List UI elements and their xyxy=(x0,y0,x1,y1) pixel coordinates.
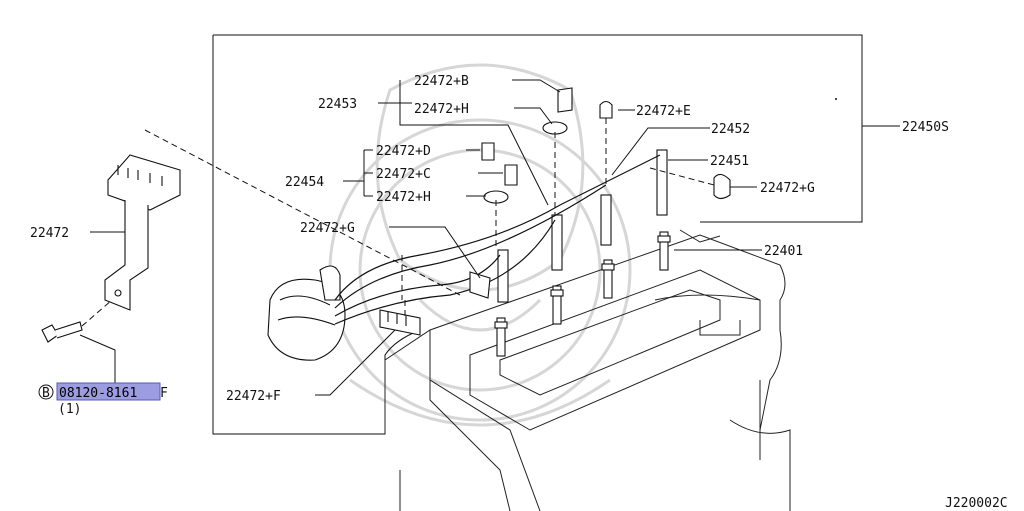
clamp-22472-D xyxy=(481,142,495,161)
clamp-22472-G-left xyxy=(469,271,491,299)
spark-plug-1 xyxy=(494,317,508,357)
leader-lines xyxy=(79,79,900,396)
bolt-marker-letter: B xyxy=(42,386,50,401)
label-22401[interactable]: 22401 xyxy=(764,244,803,259)
label-22472-D[interactable]: 22472+D xyxy=(376,144,431,159)
clamps xyxy=(379,87,731,336)
label-22451[interactable]: 22451 xyxy=(710,154,749,169)
label-22472-F[interactable]: 22472+F xyxy=(226,389,281,404)
plug-boots xyxy=(497,149,668,303)
clamp-22472-E xyxy=(599,100,613,119)
bolt-quantity: (1) xyxy=(58,402,81,417)
dashed-guides xyxy=(81,118,715,327)
label-22472-H-mid[interactable]: 22472+H xyxy=(376,190,431,205)
spark-plug-2 xyxy=(550,285,564,325)
label-22472-C[interactable]: 22472+C xyxy=(376,167,431,182)
part-number-highlight xyxy=(56,382,161,401)
label-22472-G-right[interactable]: 22472+G xyxy=(760,181,815,196)
distributor xyxy=(267,265,346,361)
label-22450S[interactable]: 22450S xyxy=(902,120,949,135)
label-22472-B[interactable]: 22472+B xyxy=(414,74,469,89)
label-22472[interactable]: 22472 xyxy=(30,226,69,241)
clamp-22472-G-right xyxy=(713,173,731,200)
spark-plug-3 xyxy=(601,259,615,299)
small-dot xyxy=(835,98,837,100)
engine-block xyxy=(384,229,791,511)
bolt-marker-circle xyxy=(38,384,54,400)
clamp-22472-C xyxy=(504,164,518,186)
bolt-part-suffix: F xyxy=(160,386,168,401)
clamp-22472-B xyxy=(557,87,573,113)
clamp-22472-F xyxy=(379,309,421,336)
bolt-part-number[interactable]: 08120-8161 xyxy=(59,386,137,401)
label-22472-H-top[interactable]: 22472+H xyxy=(414,102,469,117)
bolt xyxy=(41,321,83,343)
label-22472-G-left[interactable]: 22472+G xyxy=(300,221,355,236)
label-22472-E[interactable]: 22472+E xyxy=(636,104,691,119)
spark-plugs xyxy=(494,231,671,357)
spark-plug-4 xyxy=(657,231,671,271)
diagram-code: J220002C xyxy=(945,496,1008,511)
label-22453[interactable]: 22453 xyxy=(318,97,357,112)
watermark-emblem xyxy=(328,63,632,427)
bracket-22472 xyxy=(104,154,181,311)
label-22454[interactable]: 22454 xyxy=(285,175,324,190)
label-22452[interactable]: 22452 xyxy=(711,122,750,137)
